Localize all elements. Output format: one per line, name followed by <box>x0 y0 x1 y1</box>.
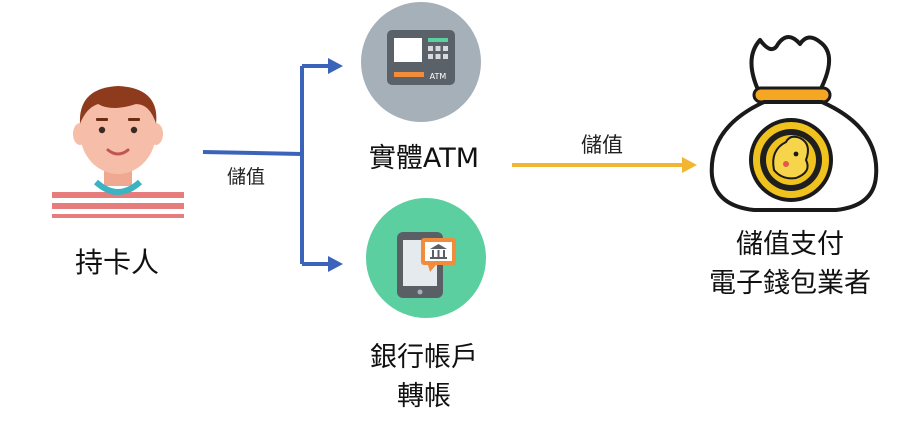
bank-label-line1: 銀行帳戶 <box>370 342 478 373</box>
bank-label-line2: 轉帳 <box>397 381 451 412</box>
cardholder-to-channels-arrows <box>202 58 343 272</box>
atm-screen-text: ATM <box>430 72 447 81</box>
edge-label-atm-to-provider: 儲值 <box>581 133 623 157</box>
arrowhead-to-provider <box>682 157 697 173</box>
money-bag-icon <box>709 35 879 212</box>
atm-to-provider-arrow <box>512 157 697 173</box>
edge-label-cardholder-to-channels: 儲值 <box>227 166 265 188</box>
provider-label-line1: 儲值支付 <box>736 229 844 260</box>
atm-label: 實體ATM <box>369 143 479 174</box>
arrowhead-to-atm <box>328 58 343 74</box>
mobile-bank-icon <box>366 198 486 318</box>
cardholder-label: 持卡人 <box>75 246 159 279</box>
arrowhead-to-bank <box>328 256 343 272</box>
provider-label-line2: 電子錢包業者 <box>709 268 871 299</box>
person-icon <box>52 86 184 218</box>
atm-icon: ATM <box>361 2 481 122</box>
